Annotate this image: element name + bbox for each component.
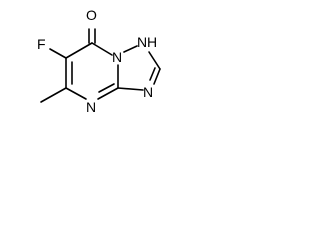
bond-n1-c2 <box>148 51 161 70</box>
triazole-ring <box>117 45 161 91</box>
oxygen-label: O <box>86 7 97 23</box>
bond-n8-n1 <box>123 45 138 53</box>
nitrogen-nh-label: N <box>137 34 147 50</box>
nitrogen-right-label: N <box>143 84 153 100</box>
bond-c5-n4 <box>65 87 87 100</box>
bond-c5-methyl <box>40 87 67 103</box>
nitrogen-bridge-label: N <box>112 49 122 65</box>
pyrimidinone-ring <box>40 28 119 103</box>
fluorine-label: F <box>37 36 46 52</box>
bond-n3-c3a <box>117 87 144 91</box>
bond-c6-f <box>49 48 67 59</box>
bond-c2-n3 <box>153 68 161 85</box>
nitrogen-bottom-label: N <box>86 99 96 115</box>
bond-n4-c3a <box>97 87 119 100</box>
chemical-structure-diagram: O F N H N N N <box>37 7 161 115</box>
hydrogen-nh-label: H <box>147 34 157 50</box>
bond-c2-n3-inner <box>149 67 156 81</box>
bond-n8-c7 <box>91 42 113 56</box>
bond-n4-c3a-inner <box>98 83 115 93</box>
bond-c7-c6 <box>65 42 93 59</box>
